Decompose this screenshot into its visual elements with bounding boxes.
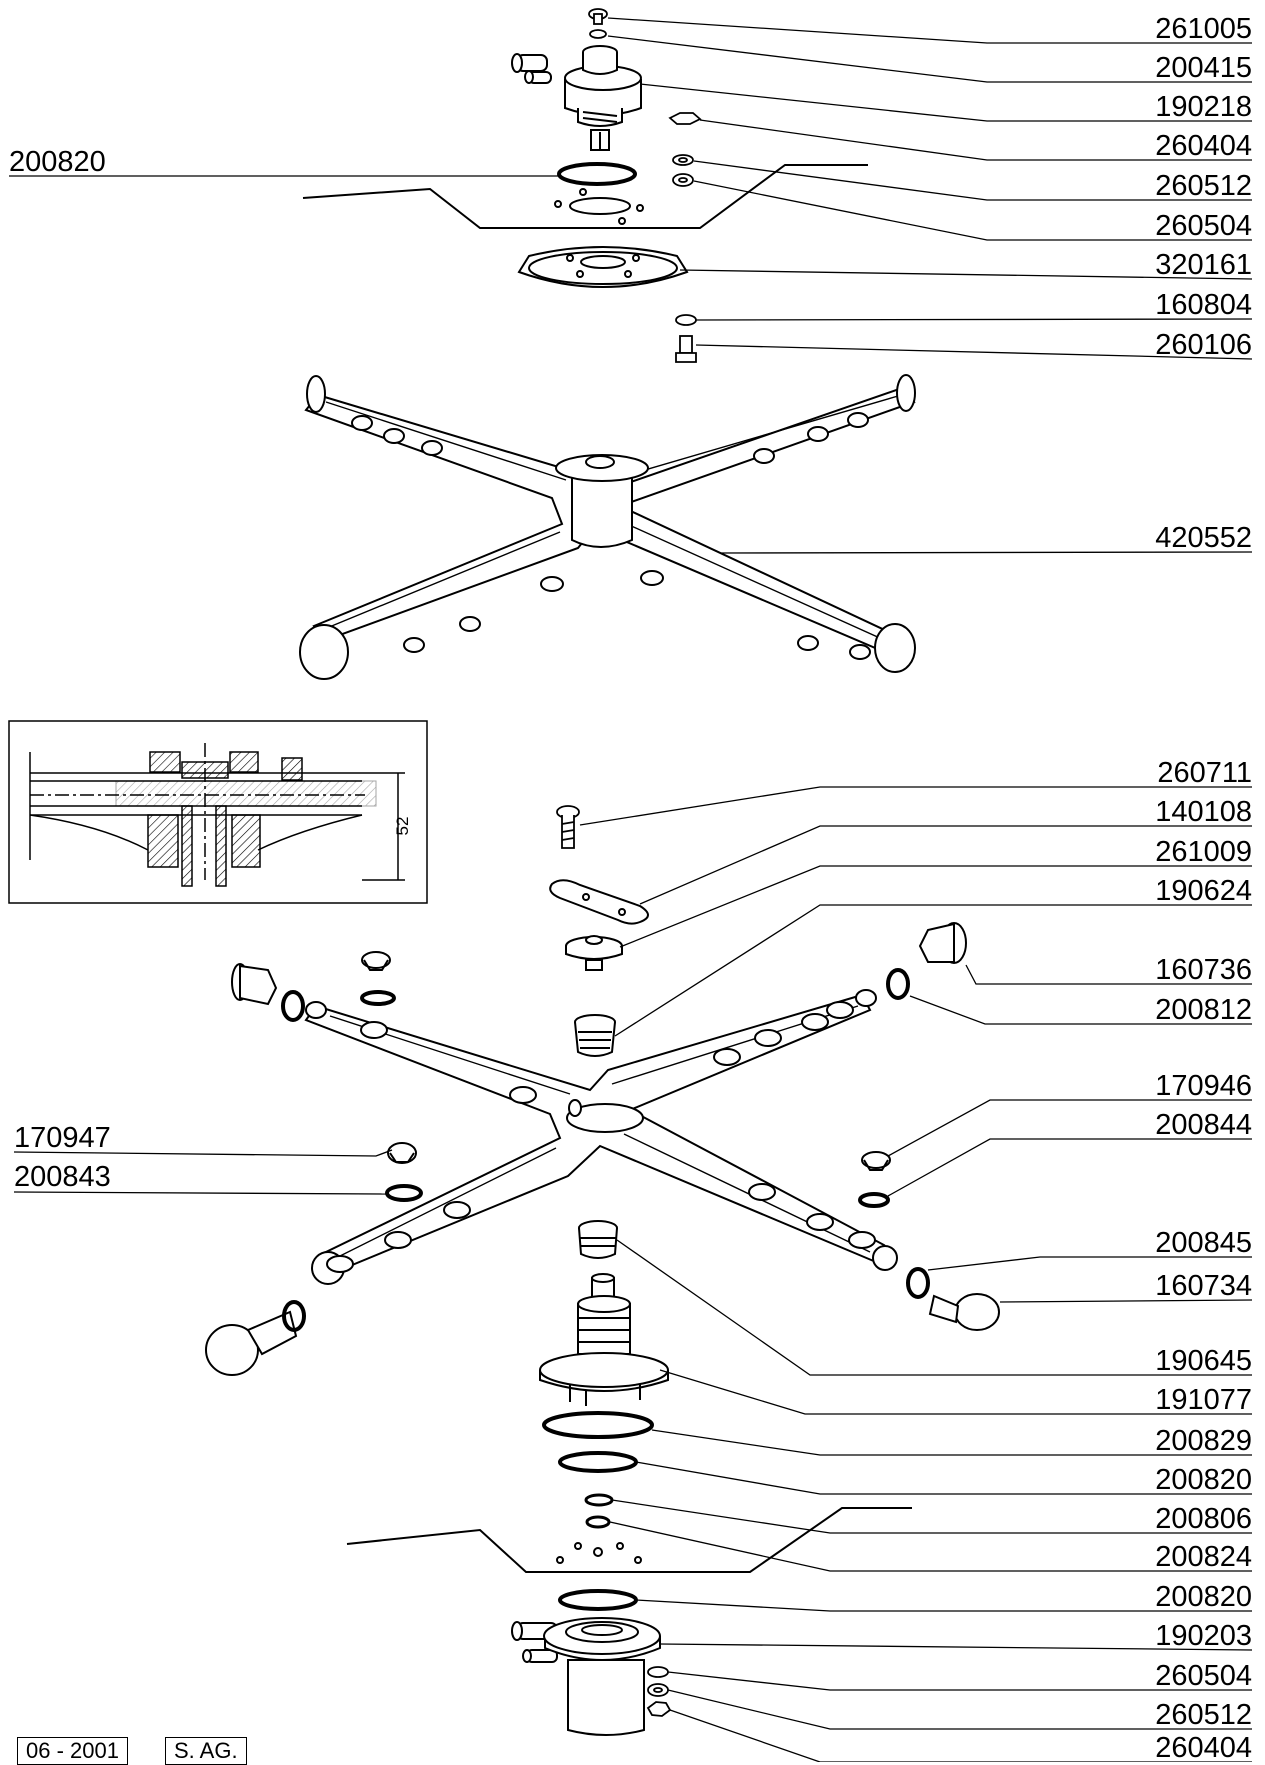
part-number-label: 260504 [1155, 210, 1252, 242]
initials-stamp: S. AG. [165, 1737, 247, 1765]
lower-spray-arm [304, 989, 898, 1285]
gasket-plate-lower [346, 1507, 912, 1573]
part-number-label: 320161 [1155, 249, 1252, 281]
part-number-label: 190218 [1155, 91, 1252, 123]
nut-washers-bottom [646, 1666, 672, 1717]
bolt-washer-upper [675, 314, 697, 363]
part-number-label: 191077 [1155, 1384, 1252, 1416]
part-number-label: 200820 [1155, 1464, 1252, 1496]
small-screw [588, 8, 608, 39]
right-part-numbers: 2610052004151902182604042605122605043201… [1155, 13, 1252, 1762]
left-part-numbers: 200820 170947 200843 [9, 146, 111, 1193]
upper-spray-arm [299, 374, 916, 680]
part-number-label: 200806 [1155, 1503, 1252, 1535]
part-number-label: 140108 [1155, 796, 1252, 828]
part-number-label: 200843 [14, 1161, 111, 1193]
upper-hub-fitting [511, 45, 642, 151]
part-number-label: 260512 [1155, 1699, 1252, 1731]
date-stamp: 06 - 2001 [17, 1737, 128, 1765]
part-number-label: 160736 [1155, 954, 1252, 986]
cover-disc [517, 246, 689, 288]
part-number-label: 260404 [1155, 130, 1252, 162]
lower-hub-fitting [511, 1617, 661, 1736]
part-number-label: 170947 [14, 1122, 111, 1154]
part-number-label: 260404 [1155, 1732, 1252, 1762]
part-number-label: 200844 [1155, 1109, 1252, 1141]
part-number-label: 260504 [1155, 1660, 1252, 1692]
lower-o-rings [542, 1411, 654, 1611]
end-caps-and-nozzles [205, 922, 1000, 1376]
part-number-label: 260711 [1157, 757, 1252, 789]
bearing-disc [565, 935, 623, 971]
part-number-label: 420552 [1155, 522, 1252, 554]
part-number-label: 190203 [1155, 1620, 1252, 1652]
part-number-label: 190624 [1155, 875, 1252, 907]
link-plate [549, 879, 649, 925]
part-number-label: 260106 [1155, 329, 1252, 361]
gasket-plate-upper [302, 164, 868, 229]
part-number-label: 200845 [1155, 1227, 1252, 1259]
part-number-label: 200812 [1155, 994, 1252, 1026]
lower-hub-spindle [539, 1273, 669, 1406]
part-number-label: 200829 [1155, 1425, 1252, 1457]
part-number-label: 260512 [1155, 170, 1252, 202]
screw-lower [556, 805, 580, 849]
inset-dimension-label: 52 [393, 817, 412, 836]
part-number-label: 200820 [9, 146, 106, 178]
part-number-label: 200820 [1155, 1581, 1252, 1613]
leader-lines [9, 17, 1253, 1762]
part-number-label: 190645 [1155, 1345, 1252, 1377]
part-number-label: 261009 [1155, 836, 1252, 868]
inset-cross-section: 52 [8, 720, 428, 904]
part-number-label: 160804 [1155, 289, 1252, 321]
part-number-label: 200824 [1155, 1541, 1252, 1573]
lower-bushing [578, 1220, 618, 1259]
threaded-bushing [574, 1014, 616, 1057]
part-number-label: 170946 [1155, 1070, 1252, 1102]
part-number-label: 200415 [1155, 52, 1252, 84]
nut-washers-top [668, 112, 702, 187]
part-number-label: 160734 [1155, 1270, 1252, 1302]
part-number-label: 261005 [1155, 13, 1252, 45]
o-ring-upper [557, 162, 637, 186]
